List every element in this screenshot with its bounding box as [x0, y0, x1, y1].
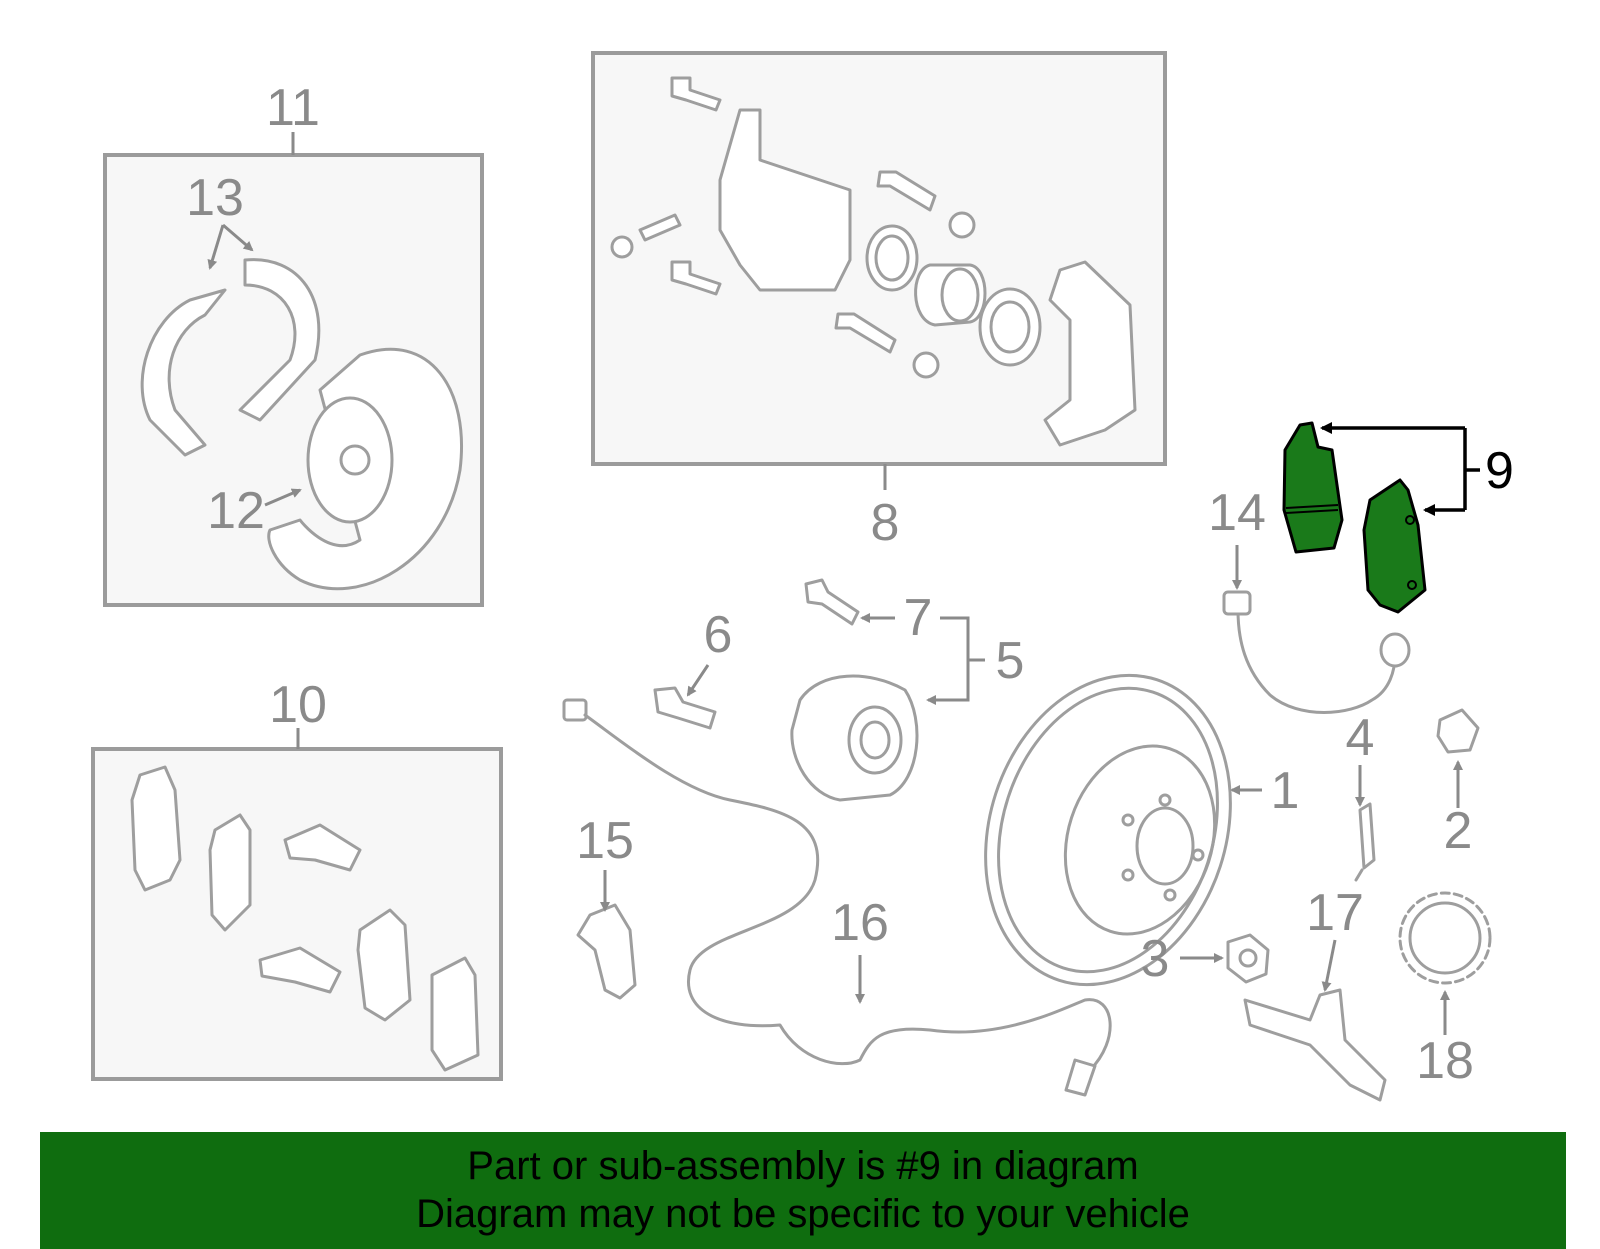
callout-1: 1 [1271, 762, 1300, 820]
caliper-bracket[interactable] [1043, 260, 1137, 447]
banner-line-1: Part or sub-assembly is #9 in diagram [467, 1144, 1139, 1188]
callout-9: 9 [1485, 442, 1514, 500]
banner-line-2: Diagram may not be specific to your vehi… [416, 1192, 1190, 1236]
brake-shoe-left[interactable] [140, 288, 227, 457]
callout-2: 2 [1444, 802, 1473, 860]
brake-rotor[interactable] [947, 643, 1269, 1016]
dust-plug-2[interactable] [1436, 708, 1480, 754]
small-parts[interactable]: 2 3 4 [1141, 708, 1480, 988]
brake-pad-set-9[interactable]: 9 [1282, 421, 1514, 614]
bleeder-cap [610, 235, 634, 259]
callout-12: 12 [207, 482, 265, 540]
hub-flange [847, 705, 903, 775]
anti-rattle-shim-2[interactable] [208, 813, 252, 932]
brake-pad-inner[interactable] [1282, 421, 1344, 554]
callout-3: 3 [1141, 930, 1170, 988]
caliper-bolt-top[interactable] [670, 76, 722, 112]
hub-bolt-7[interactable] [804, 578, 860, 626]
hose-banjo-fitting [1379, 632, 1411, 668]
hub-bolt-6[interactable] [653, 686, 717, 730]
hardware-kit-group-10[interactable]: 10 [91, 676, 503, 1081]
piston[interactable] [914, 263, 987, 327]
caliper-group-8[interactable]: 8 [591, 51, 1167, 552]
brake-hose-group-14[interactable]: 14 [1208, 484, 1411, 714]
sensor-bracket-15[interactable] [576, 903, 637, 1000]
callout-10: 10 [269, 676, 327, 734]
hub-assembly-group-5[interactable]: 7 5 6 [653, 578, 1025, 802]
pad-clip-1[interactable] [283, 823, 362, 872]
pad-clip-2[interactable] [258, 946, 342, 994]
callout-16: 16 [831, 894, 889, 952]
tone-ring-18[interactable] [1398, 891, 1492, 985]
parking-brake-group-11[interactable]: 11 13 12 [103, 79, 484, 607]
guide-pin-upper[interactable] [876, 170, 937, 212]
pin-boot-lower [912, 351, 940, 379]
hose-bracket-17[interactable] [1243, 988, 1387, 1102]
callout-13: 13 [186, 169, 244, 227]
callout-11: 11 [266, 79, 320, 137]
callout-17: 17 [1306, 884, 1364, 942]
callout-8: 8 [871, 494, 900, 552]
brake-pad-outer[interactable] [1362, 478, 1427, 614]
guide-pin-lower[interactable] [834, 312, 897, 354]
anti-rattle-shim-1[interactable] [130, 765, 182, 892]
callout-7: 7 [904, 589, 933, 647]
bleeder-screw[interactable] [638, 213, 682, 242]
callout-6: 6 [704, 606, 733, 664]
brake-rotor-group-1[interactable]: 1 [947, 643, 1300, 1016]
piston-boot[interactable] [978, 287, 1042, 367]
wear-sensor-clip-4[interactable] [1358, 802, 1376, 870]
abs-sensor-head[interactable] [1064, 1058, 1097, 1097]
caliper-bolt-mid[interactable] [670, 260, 722, 296]
anti-rattle-shim-4[interactable] [430, 956, 480, 1072]
backing-plate-hub [306, 396, 394, 524]
pin-boot-upper [948, 211, 976, 239]
callout-5: 5 [996, 632, 1025, 690]
abs-sensor-harness[interactable] [583, 713, 1112, 1072]
callout-14: 14 [1208, 484, 1266, 542]
callout-18: 18 [1416, 1032, 1474, 1090]
brake-shoe-right[interactable] [238, 258, 321, 422]
hose-fitting-top [1222, 590, 1252, 616]
harness-connector [562, 698, 588, 722]
caliper-housing[interactable] [718, 108, 852, 292]
bracket-and-tone-ring[interactable]: 17 18 [1243, 884, 1492, 1102]
callout-4: 4 [1346, 709, 1375, 767]
callout-15: 15 [576, 812, 634, 870]
lug-nut-3[interactable] [1226, 933, 1270, 984]
info-banner: Part or sub-assembly is #9 in diagram Di… [40, 1132, 1566, 1249]
anti-rattle-shim-3[interactable] [356, 908, 412, 1022]
brake-hose[interactable] [1236, 608, 1397, 714]
abs-sensor-group-16[interactable]: 16 15 [562, 698, 1112, 1097]
